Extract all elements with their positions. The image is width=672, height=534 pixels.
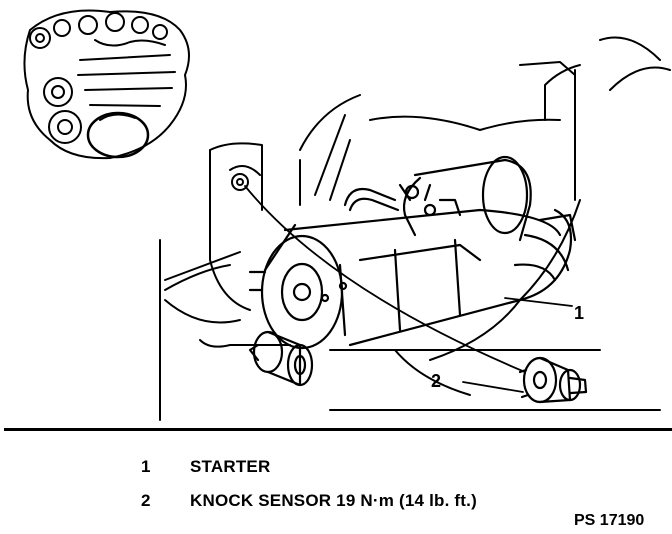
leader-line-2 [462,381,524,393]
divider-rule [4,428,672,431]
legend-number: 2 [141,491,151,510]
figure-reference: PS 17190 [574,512,645,529]
legend-label: STARTER [190,457,271,476]
starter-motor [248,155,577,350]
engine-block-background [159,36,671,421]
callout-leaders [244,185,573,393]
install-path-line [244,185,526,373]
legend-label: KNOCK SENSOR 19 N·m (14 lb. ft.) [190,491,477,510]
callout-1: 1 [574,303,585,323]
leader-line-1 [504,297,573,307]
legend-number: 1 [141,457,151,476]
legend-item-knock-sensor: 2 KNOCK SENSOR 19 N·m (14 lb. ft.) [0,491,672,515]
engine-locator-thumbnail [23,9,190,160]
knock-sensor-right [518,356,588,404]
callout-2: 2 [431,371,442,391]
legend-item-starter: 1 STARTER [0,457,672,481]
starter-knock-sensor-illustration [23,9,671,421]
knock-sensor-left [248,330,314,387]
